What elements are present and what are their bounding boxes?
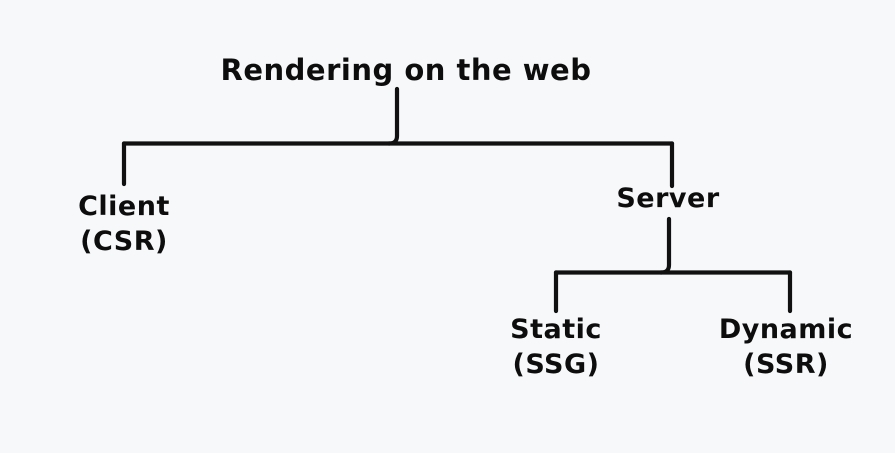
node-dynamic: Dynamic (SSR) [686,313,886,382]
connector-server-stem [658,216,672,275]
node-static: Static (SSG) [456,313,656,382]
node-client-label: Client [78,191,170,222]
node-dynamic-abbreviation: (SSR) [743,348,829,380]
node-root-label: Rendering on the web [220,53,592,87]
node-client-abbreviation: (CSR) [80,225,168,257]
node-root: Rendering on the web [0,52,812,89]
node-static-label: Static [510,314,602,345]
node-dynamic-label: Dynamic [718,314,854,345]
node-server: Server [568,182,768,217]
node-server-label: Server [616,183,720,214]
node-client: Client (CSR) [24,190,224,259]
connector-root-stem [386,86,400,146]
node-static-abbreviation: (SSG) [512,348,600,380]
